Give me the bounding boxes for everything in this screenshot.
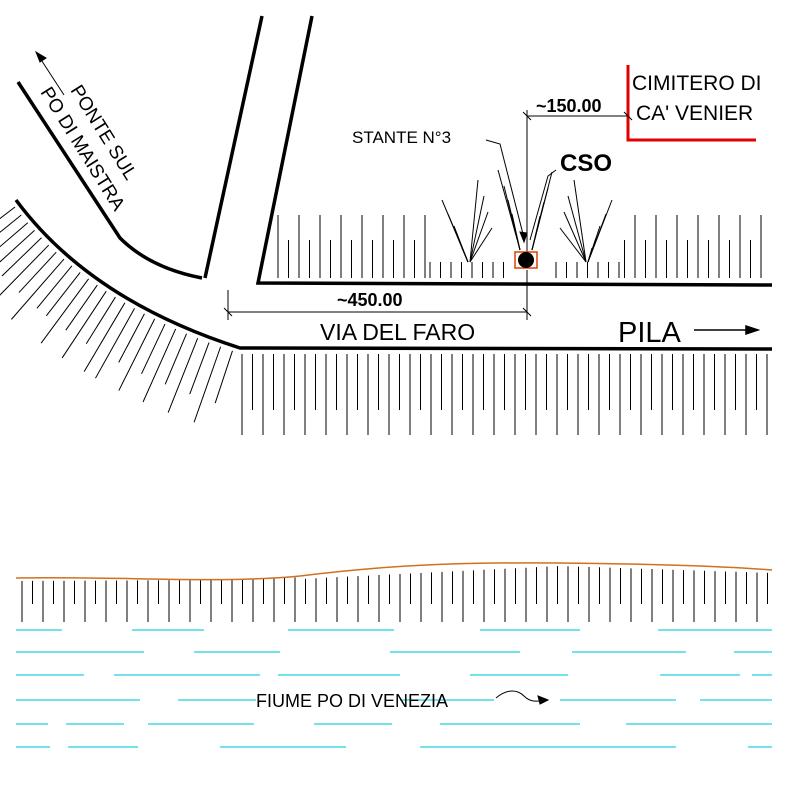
slope-tick — [141, 323, 166, 374]
riverbank-hatching — [21, 566, 768, 622]
lower-embankment-hatching — [241, 354, 768, 435]
fan-tick — [469, 211, 489, 263]
dimension-150-label: ~150.00 — [536, 96, 602, 116]
slope-tick — [189, 342, 210, 395]
cso-marker — [514, 251, 538, 269]
slope-tick — [164, 333, 187, 385]
slope-tick — [36, 265, 73, 309]
slope-tick — [0, 214, 22, 233]
bridge-road-right-edge — [203, 15, 264, 279]
slope-tick — [0, 222, 29, 248]
slope-tick — [61, 290, 107, 359]
upper-embankment-hatching — [277, 215, 762, 278]
river-water-lines — [16, 629, 772, 748]
bridge-road-far-edge — [255, 15, 773, 287]
slope-tick — [0, 229, 35, 263]
cso-leader — [529, 169, 557, 241]
slope-tick — [65, 284, 98, 331]
bridge-road-left-edge — [16, 81, 203, 280]
road-name-label: VIA DEL FARO — [320, 319, 475, 345]
slope-tick — [85, 296, 116, 344]
slope-tick — [118, 318, 156, 391]
fan-tick — [563, 211, 587, 263]
river-label: FIUME PO DI VENEZIA — [256, 691, 448, 711]
fan-tick — [587, 247, 593, 263]
cso-label: CSO — [560, 150, 612, 177]
direction-label: PILA — [618, 317, 682, 349]
cemetery-label-line2: CA' VENIER — [636, 102, 753, 125]
slope-tick — [11, 258, 65, 320]
slope-tick — [193, 346, 222, 423]
dimension-450 — [223, 270, 532, 320]
fan-tick — [567, 195, 587, 263]
fan-tick — [573, 179, 587, 263]
right-arrow-icon — [694, 324, 761, 336]
slope-tick — [142, 328, 177, 403]
fan-tick — [559, 227, 587, 263]
slope-tick — [167, 338, 199, 413]
fan-hatching — [441, 169, 613, 263]
fan-tick — [469, 195, 485, 263]
fan-tick — [469, 227, 493, 263]
via-del-faro-lower-edge — [14, 198, 773, 351]
cemetery-label-line1: CIMITERO DI — [632, 72, 762, 95]
stante-label: STANTE N°3 — [352, 128, 451, 147]
slope-tick — [118, 313, 145, 363]
fan-tick — [461, 247, 469, 263]
fan-tick — [511, 213, 521, 251]
up-left-arrow-icon — [34, 50, 65, 96]
dimension-150 — [522, 110, 633, 260]
stante-leader — [485, 139, 528, 244]
slope-tick — [1, 237, 42, 277]
road-edges — [14, 15, 773, 351]
slope-tick — [45, 272, 81, 317]
slope-tick — [0, 244, 50, 296]
curve-embankment-hatching — [0, 206, 233, 423]
dimension-450-label: ~450.00 — [337, 290, 403, 310]
slope-tick — [214, 350, 233, 404]
riverbank-line — [15, 562, 773, 581]
wavy-right-arrow-icon — [495, 690, 550, 705]
fan-tick — [531, 215, 541, 251]
slope-tick — [0, 206, 16, 220]
slope-tick — [18, 251, 57, 293]
fan-tick — [469, 179, 479, 263]
slope-tick — [83, 302, 126, 372]
cemetery-boundary — [626, 65, 756, 142]
slope-tick — [95, 308, 135, 379]
slope-tick — [40, 278, 89, 344]
